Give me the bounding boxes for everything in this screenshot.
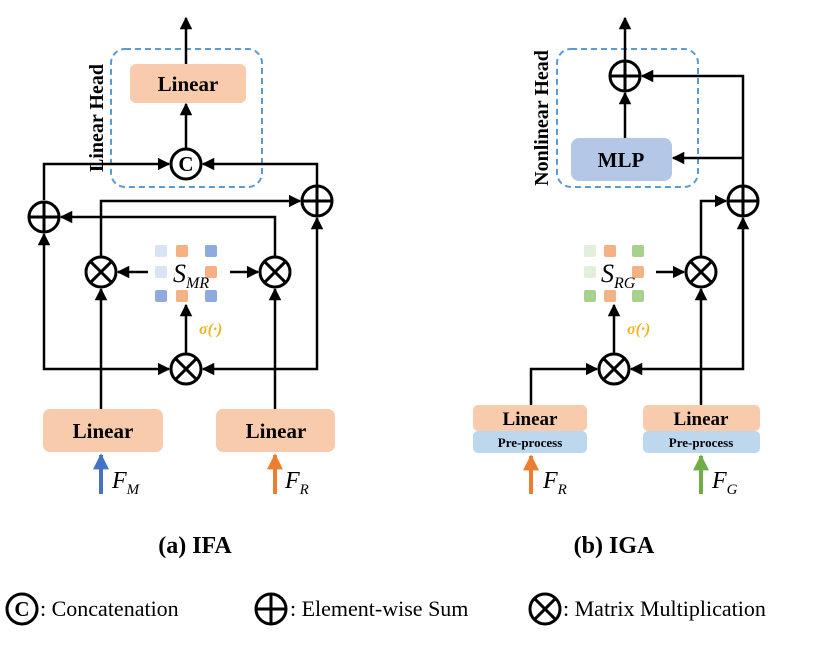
head-sum-icon — [608, 59, 642, 93]
left-mul-icon — [84, 255, 118, 289]
sum-to-head-sum — [640, 69, 745, 185]
right-linear-label-b: Linear — [674, 409, 729, 430]
legend-matmul-icon — [528, 592, 562, 626]
left-mul-to-right-sum — [99, 194, 302, 256]
svg-text:C: C — [178, 152, 193, 176]
right-preprocess-box — [643, 431, 760, 453]
panel-b: Nonlinear Head MLP — [473, 16, 760, 559]
legend-concat-label: : Concatenation — [40, 596, 179, 621]
head-linear-label: Linear — [158, 72, 219, 96]
sigmoid-label-b: σ(·) — [627, 321, 650, 338]
right-mul-icon-b — [684, 255, 718, 289]
input-left-label-b: FR — [542, 468, 567, 498]
right-sum-to-concat — [201, 157, 319, 185]
right-linear-box — [216, 409, 335, 452]
legend-sum-label: : Element-wise Sum — [290, 596, 468, 621]
right-branch-to-sum-b — [701, 216, 750, 371]
left-branch-to-center-mul — [37, 232, 101, 371]
concat-icon: C — [169, 147, 203, 181]
right-linear-label: Linear — [246, 419, 307, 443]
left-preprocess-label: Pre-process — [498, 435, 563, 450]
right-mul-icon — [258, 255, 292, 289]
sigmoid-label: σ(·) — [199, 321, 222, 338]
nonlinear-head-label: Nonlinear Head — [531, 50, 553, 186]
right-linear-box-b — [643, 405, 760, 431]
input-right-label: FR — [284, 468, 309, 498]
mlp-box — [571, 138, 672, 181]
left-branch-b — [529, 362, 599, 405]
score-label-b: SRG — [601, 259, 636, 292]
left-linear-label-b: Linear — [503, 409, 558, 430]
left-sum-to-concat — [42, 157, 171, 200]
right-mul-to-left-sum — [59, 210, 277, 256]
mlp-label: MLP — [598, 148, 645, 172]
center-mul-icon-b — [597, 352, 631, 386]
right-sum-icon — [300, 184, 334, 218]
right-sum-icon-b — [726, 184, 760, 218]
left-preprocess-box — [473, 431, 587, 453]
panel-a: Linear Head Linear C — [27, 16, 335, 559]
caption-b: (b) IGA — [574, 533, 655, 559]
score-matrix-icon-b — [584, 245, 644, 302]
legend-matmul-label: : Matrix Multiplication — [563, 596, 766, 621]
input-left-label: FM — [111, 468, 141, 498]
score-label: SMR — [173, 259, 209, 292]
left-linear-box — [43, 409, 163, 452]
head-linear-box — [130, 64, 246, 103]
right-branch-to-right-sum — [275, 216, 324, 371]
mul-to-sum-b — [699, 194, 728, 256]
legend-sum-icon — [254, 592, 288, 626]
linear-head-label: Linear Head — [86, 64, 108, 172]
legend-concat-icon: C — [5, 592, 39, 626]
left-sum-icon — [27, 200, 61, 234]
svg-text:C: C — [14, 597, 29, 621]
nonlinear-head-box — [556, 48, 699, 188]
input-right-label-b: FG — [711, 468, 738, 498]
caption-a: (a) IFA — [158, 533, 232, 559]
score-matrix-icon — [155, 245, 217, 302]
left-linear-box-b — [473, 405, 587, 431]
center-mul-icon — [169, 352, 203, 386]
left-linear-label: Linear — [73, 419, 134, 443]
legend: C : Concatenation : Element-wise Sum : M… — [5, 592, 766, 626]
right-preprocess-label: Pre-process — [669, 435, 734, 450]
